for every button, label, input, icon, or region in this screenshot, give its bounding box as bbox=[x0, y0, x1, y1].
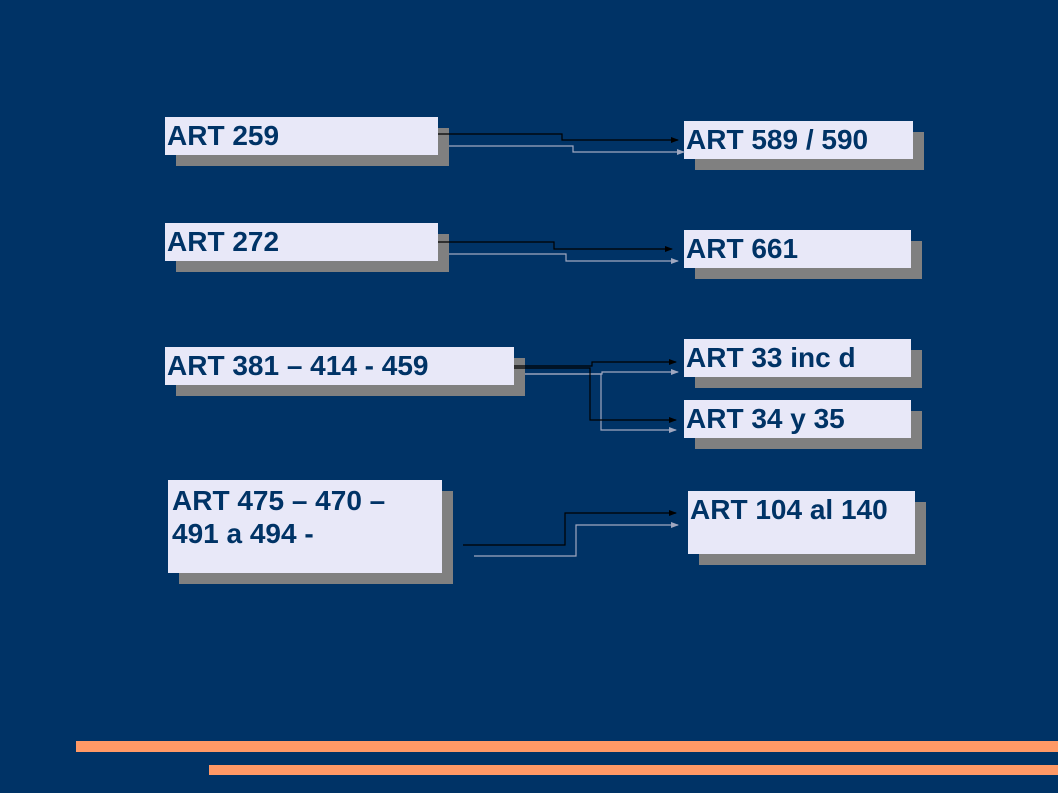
target-box-art-589: ART 589 / 590 bbox=[684, 121, 924, 170]
target-box-art-34: ART 34 y 35 bbox=[684, 400, 922, 449]
connector-s1-t1 bbox=[438, 133, 679, 143]
target-box-art-33: ART 33 inc d bbox=[684, 339, 922, 388]
target-box-label: ART 104 al 140 bbox=[688, 491, 915, 554]
connector-s4-t5-shadow bbox=[474, 522, 679, 557]
source-box-label: ART 475 – 470 – 491 a 494 - bbox=[168, 480, 442, 573]
source-box-art-475: ART 475 – 470 – 491 a 494 - bbox=[168, 480, 453, 584]
connector-s2-t2 bbox=[438, 241, 673, 252]
connector-s3-t3 bbox=[514, 359, 677, 367]
target-box-label: ART 34 y 35 bbox=[684, 400, 911, 438]
connector-s3-t4 bbox=[514, 367, 677, 423]
target-box-label: ART 589 / 590 bbox=[684, 121, 913, 159]
source-box-label: ART 272 bbox=[165, 223, 438, 261]
source-box-art-272: ART 272 bbox=[165, 223, 449, 272]
connector-s4-t5 bbox=[463, 510, 677, 546]
source-box-label: ART 381 – 414 - 459 bbox=[165, 347, 514, 385]
connector-s2-t2-shadow bbox=[449, 253, 679, 264]
accent-bar-top bbox=[76, 741, 1058, 752]
source-box-art-259: ART 259 bbox=[165, 117, 449, 166]
source-box-label: ART 259 bbox=[165, 117, 438, 155]
target-box-label: ART 33 inc d bbox=[684, 339, 911, 377]
connector-s3-t4-shadow bbox=[525, 373, 677, 433]
connector-s1-t1-shadow bbox=[449, 145, 685, 155]
accent-bar-bottom bbox=[209, 765, 1058, 775]
target-box-art-104: ART 104 al 140 bbox=[688, 491, 926, 565]
target-box-art-661: ART 661 bbox=[684, 230, 922, 279]
target-box-label: ART 661 bbox=[684, 230, 911, 268]
source-box-art-381: ART 381 – 414 - 459 bbox=[165, 347, 525, 396]
